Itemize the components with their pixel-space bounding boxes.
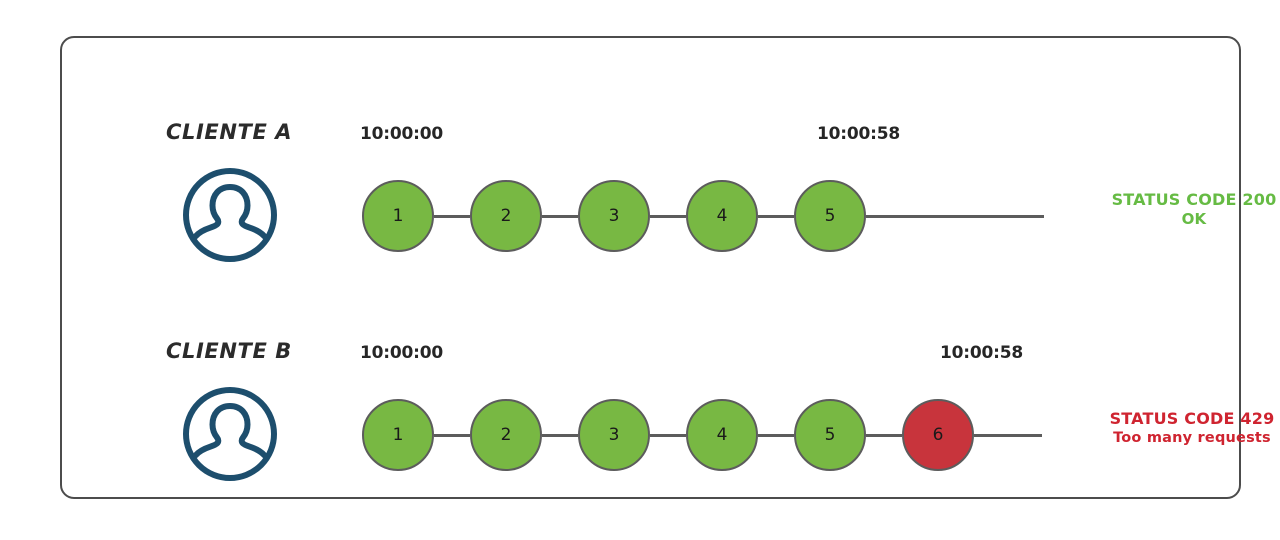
chain-link — [650, 214, 686, 218]
request-node[interactable]: 2 — [470, 399, 542, 471]
request-node[interactable]: 3 — [578, 180, 650, 252]
status-badge-a: STATUS CODE 200 OK — [1084, 190, 1280, 229]
status-code-text: STATUS CODE 200 — [1111, 190, 1277, 209]
request-node[interactable]: 2 — [470, 180, 542, 252]
request-node[interactable]: 5 — [794, 180, 866, 252]
request-node-rejected[interactable]: 6 — [902, 399, 974, 471]
chain-link — [758, 433, 794, 437]
client-a-label: CLIENTE A — [166, 120, 293, 144]
request-node[interactable]: 4 — [686, 180, 758, 252]
status-message-text: OK — [1181, 210, 1207, 228]
chain-link — [434, 433, 470, 437]
client-b-label: CLIENTE B — [166, 339, 292, 363]
chain-link — [758, 214, 794, 218]
request-chain-b: 1 2 3 4 5 6 — [362, 398, 1042, 472]
user-avatar-icon — [180, 165, 280, 265]
status-badge-b: STATUS CODE 429 Too many requests — [1082, 409, 1280, 447]
request-chain-a: 1 2 3 4 5 — [362, 179, 1044, 253]
request-node[interactable]: 5 — [794, 399, 866, 471]
chain-link — [542, 433, 578, 437]
status-message-text: Too many requests — [1113, 430, 1271, 446]
request-node[interactable]: 1 — [362, 180, 434, 252]
chain-link — [650, 433, 686, 437]
timestamp-start-a: 10:00:00 — [360, 124, 443, 144]
chain-link — [866, 433, 902, 437]
chain-link — [542, 214, 578, 218]
timestamp-end-a: 10:00:58 — [817, 124, 900, 144]
status-code-text: STATUS CODE 429 — [1109, 409, 1275, 428]
chain-tail — [866, 214, 1044, 218]
chain-link — [434, 214, 470, 218]
diagram-frame: CLIENTE A 10:00:00 10:00:58 1 2 3 4 5 — [60, 36, 1276, 499]
chain-tail — [974, 433, 1042, 437]
request-node[interactable]: 4 — [686, 399, 758, 471]
request-node[interactable]: 1 — [362, 399, 434, 471]
timestamp-end-b: 10:00:58 — [940, 343, 1023, 363]
request-node[interactable]: 3 — [578, 399, 650, 471]
timestamp-start-b: 10:00:00 — [360, 343, 443, 363]
user-avatar-icon — [180, 384, 280, 484]
